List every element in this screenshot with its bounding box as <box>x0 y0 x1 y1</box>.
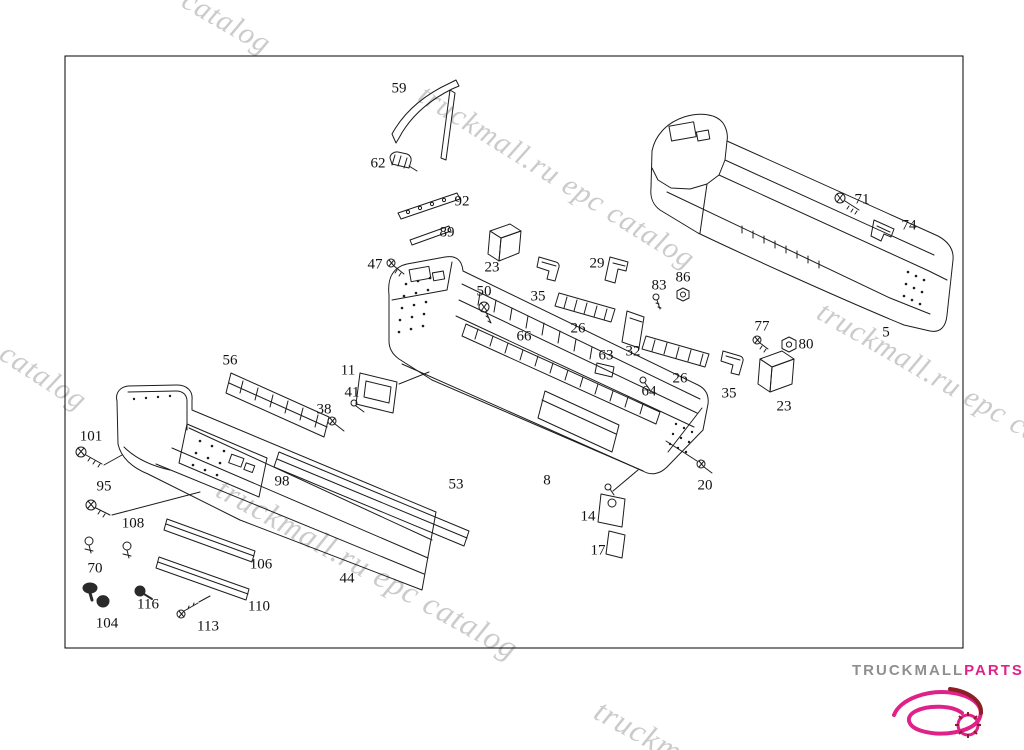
part-screw-83 <box>652 293 662 310</box>
part-bumper-shell-8 <box>388 256 709 475</box>
part-strip-26-right <box>641 335 710 368</box>
part-screw-20 <box>665 440 713 474</box>
part-nut-80 <box>781 336 797 353</box>
part-strip-89 <box>409 225 452 246</box>
part-label-11: 11 <box>340 362 356 379</box>
part-label-23: 23 <box>776 398 792 415</box>
part-label-56: 56 <box>222 352 238 369</box>
brand-name-pink: PARTS <box>964 662 1024 679</box>
part-clip-63 <box>594 362 615 378</box>
part-bracket-32 <box>621 310 645 349</box>
perforation-dots <box>132 394 172 401</box>
part-label-98: 98 <box>274 473 290 490</box>
part-label-66: 66 <box>516 328 532 345</box>
part-label-108: 108 <box>121 515 145 532</box>
part-label-86: 86 <box>675 269 691 286</box>
part-label-44: 44 <box>339 570 355 587</box>
diagram-border <box>64 55 964 649</box>
part-clip-104 <box>96 594 110 608</box>
part-plate-98 <box>178 423 268 498</box>
part-label-26: 26 <box>672 370 688 387</box>
part-bracket-74 <box>870 219 895 242</box>
part-label-26: 26 <box>570 320 586 337</box>
part-clip-35-right <box>720 350 744 376</box>
part-label-92: 92 <box>454 193 470 210</box>
part-clips-108 <box>84 536 132 559</box>
part-screw-95 <box>85 491 201 518</box>
part-bracket-14 <box>597 469 639 528</box>
part-screw-41 <box>350 399 365 413</box>
part-label-38: 38 <box>316 401 332 418</box>
part-bolt-77 <box>752 335 769 353</box>
part-label-23: 23 <box>484 259 500 276</box>
part-label-5: 5 <box>882 324 890 341</box>
part-label-59: 59 <box>391 80 407 97</box>
part-plate-11 <box>355 371 430 414</box>
part-plate-17 <box>605 530 626 559</box>
part-bumper-shell-44 <box>116 384 437 591</box>
part-label-110: 110 <box>248 598 270 615</box>
part-label-8: 8 <box>543 472 551 489</box>
perforation-dots <box>902 270 926 306</box>
part-screw-101 <box>75 446 123 468</box>
part-screw-64 <box>639 376 651 391</box>
part-screw-71 <box>834 192 860 215</box>
part-label-63: 63 <box>598 347 614 364</box>
brand-swirl-icon <box>892 687 983 738</box>
part-label-47: 47 <box>367 256 383 273</box>
part-screw-113 <box>176 595 211 619</box>
part-label-116: 116 <box>137 596 159 613</box>
part-label-62: 62 <box>370 155 386 172</box>
part-strip-92 <box>397 192 461 220</box>
rub-strip-66 <box>461 323 661 425</box>
part-strip-106 <box>163 518 256 563</box>
part-label-70: 70 <box>87 560 103 577</box>
brand-name-gray: TRUCKMALL <box>852 662 965 679</box>
brand-logo: TRUCKMALLPARTS <box>852 662 1022 743</box>
perforation-dots <box>397 276 432 334</box>
part-clip-70 <box>82 582 98 602</box>
part-label-17: 17 <box>590 542 606 559</box>
part-label-89: 89 <box>439 224 455 241</box>
part-screw-50 <box>478 301 492 324</box>
part-label-64: 64 <box>641 383 657 400</box>
part-bracket-23-right <box>757 350 795 393</box>
part-bolt-116 <box>134 585 153 600</box>
part-label-74: 74 <box>901 217 917 234</box>
part-trim-strip-59 <box>391 79 460 161</box>
part-strip-110 <box>155 556 250 601</box>
part-strip-53 <box>273 451 470 547</box>
part-label-83: 83 <box>651 277 667 294</box>
part-label-53: 53 <box>448 476 464 493</box>
part-clip-35-left <box>536 256 560 282</box>
part-label-41: 41 <box>344 384 360 401</box>
part-label-20: 20 <box>697 477 713 494</box>
part-bumper-shell-5 <box>650 113 954 332</box>
part-label-106: 106 <box>249 556 273 573</box>
part-label-32: 32 <box>625 343 641 360</box>
part-label-35: 35 <box>530 288 546 305</box>
brand-logo-text: TRUCKMALLPARTS <box>852 662 1022 679</box>
part-nut-86 <box>676 287 690 302</box>
part-label-95: 95 <box>96 478 112 495</box>
part-screw-47 <box>386 258 405 277</box>
part-label-101: 101 <box>79 428 103 445</box>
part-label-104: 104 <box>95 615 119 632</box>
part-label-71: 71 <box>854 191 870 208</box>
part-label-29: 29 <box>589 255 605 272</box>
part-bracket-29 <box>604 256 629 284</box>
part-label-113: 113 <box>197 618 219 635</box>
part-bracket-23-left <box>487 223 522 262</box>
part-label-50: 50 <box>476 283 492 300</box>
part-label-14: 14 <box>580 508 596 525</box>
part-clip-62 <box>389 151 418 172</box>
part-label-80: 80 <box>798 336 814 353</box>
part-strip-26-left <box>554 292 616 323</box>
part-label-35: 35 <box>721 385 737 402</box>
part-label-77: 77 <box>754 318 770 335</box>
part-strip-56 <box>225 372 330 438</box>
